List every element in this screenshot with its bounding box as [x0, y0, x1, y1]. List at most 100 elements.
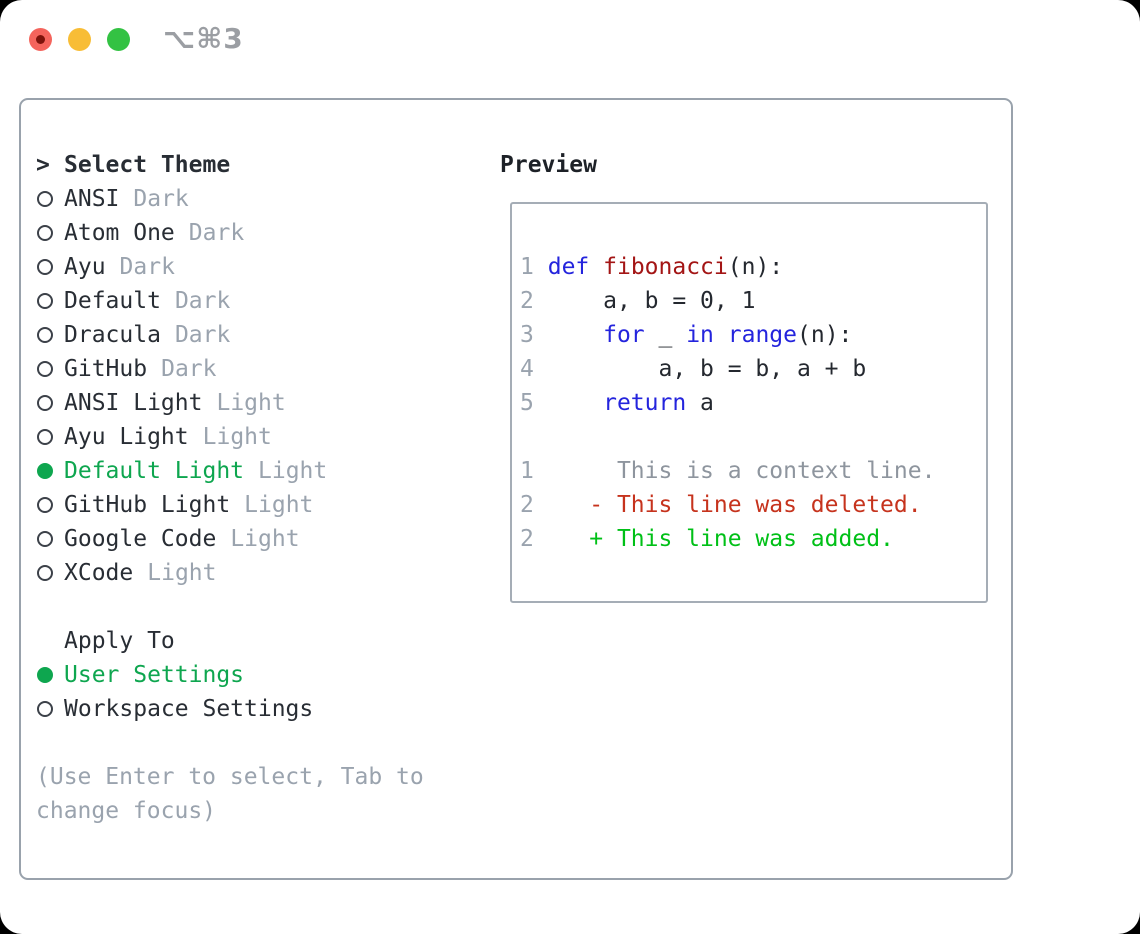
- preview-line: [520, 420, 935, 454]
- keyword-token: for: [603, 322, 645, 348]
- keyword-token: def: [547, 254, 590, 280]
- theme-name: Ayu Light: [64, 424, 189, 450]
- theme-variant-tag: Dark: [133, 186, 189, 212]
- theme-option-default-light[interactable]: Default Light Light: [36, 454, 424, 488]
- theme-option-default[interactable]: Default Dark: [36, 284, 424, 318]
- circle-icon: [37, 361, 53, 377]
- line-number: 4: [520, 356, 534, 382]
- apply-option-workspace-settings[interactable]: Workspace Settings: [36, 692, 424, 726]
- theme-option-github-light[interactable]: GitHub Light Light: [36, 488, 424, 522]
- radio-icon: [36, 556, 64, 590]
- radio-icon: [36, 182, 64, 216]
- close-button[interactable]: [29, 28, 52, 51]
- line-number: 2: [520, 526, 534, 552]
- theme-name: ANSI Light: [64, 390, 203, 416]
- select-theme-header: > Select Theme: [36, 148, 424, 182]
- code-token: [534, 492, 589, 518]
- preview-line: 5 return a: [520, 386, 935, 420]
- code-token: _: [644, 322, 687, 348]
- spacer: [36, 590, 424, 624]
- help-text-line: (Use Enter to select, Tab to: [36, 764, 424, 790]
- line-number: 1: [520, 254, 534, 280]
- apply-option-label: User Settings: [64, 662, 245, 688]
- theme-option-ansi-light[interactable]: ANSI Light Light: [36, 386, 424, 420]
- titlebar: ⌥⌘3: [0, 0, 1140, 80]
- circle-icon: [37, 395, 53, 411]
- radio-icon: [36, 250, 64, 284]
- radio-icon: [36, 488, 64, 522]
- theme-variant-tag: Light: [216, 390, 286, 416]
- theme-name: GitHub: [64, 356, 148, 382]
- apply-to-header: Apply To: [36, 624, 424, 658]
- radio-icon: [36, 386, 64, 420]
- apply-option-label: Workspace Settings: [64, 696, 314, 722]
- circle-icon: [37, 225, 53, 241]
- theme-name: Default: [64, 288, 161, 314]
- preview-line: 3 for _ in range(n):: [520, 318, 935, 352]
- function-token: fibonacci: [603, 254, 728, 280]
- circle-icon: [37, 565, 53, 581]
- circle-icon: [37, 701, 53, 717]
- line-number: 2: [520, 492, 534, 518]
- filled-circle-icon: [37, 463, 53, 479]
- theme-variant-tag: Dark: [188, 220, 245, 246]
- theme-variant-tag: Light: [258, 458, 328, 484]
- theme-variant-tag: Dark: [174, 322, 231, 348]
- code-token: [534, 322, 603, 348]
- maximize-button[interactable]: [107, 28, 130, 51]
- theme-variant-tag: Light: [244, 492, 314, 518]
- theme-variant-tag: Dark: [174, 288, 231, 314]
- radio-icon: [36, 522, 64, 556]
- circle-icon: [37, 429, 53, 445]
- theme-name: Ayu: [64, 254, 106, 280]
- theme-option-ayu-light[interactable]: Ayu Light Light: [36, 420, 424, 454]
- radio-icon: [36, 692, 64, 726]
- selected-radio-icon: [36, 658, 64, 692]
- radio-icon: [36, 420, 64, 454]
- theme-name: GitHub Light: [64, 492, 231, 518]
- preview-line: 4 a, b = b, a + b: [520, 352, 935, 386]
- theme-option-dracula[interactable]: Dracula Dark: [36, 318, 424, 352]
- prompt-marker: >: [36, 148, 64, 182]
- code-token: [534, 526, 589, 552]
- theme-name: Dracula: [64, 322, 161, 348]
- close-dot-icon: [36, 35, 45, 44]
- preview-heading: Preview: [500, 152, 597, 178]
- line-number: 1: [520, 458, 534, 484]
- apply-to-label: Apply To: [64, 628, 175, 654]
- theme-option-atom-one[interactable]: Atom One Dark: [36, 216, 424, 250]
- prompt-icon: >: [36, 152, 50, 178]
- preview-line: 2 - This line was deleted.: [520, 488, 935, 522]
- theme-name: Google Code: [64, 526, 217, 552]
- theme-variant-tag: Light: [202, 424, 272, 450]
- radio-icon: [36, 318, 64, 352]
- preview-line: 2 a, b = 0, 1: [520, 284, 935, 318]
- circle-icon: [37, 259, 53, 275]
- circle-icon: [37, 327, 53, 343]
- preview-line: 1 def fibonacci(n):: [520, 250, 935, 284]
- code-token: a, b = 0, 1: [533, 288, 756, 314]
- code-token: (n):: [727, 254, 784, 280]
- select-theme-label: Select Theme: [64, 152, 231, 178]
- deleted-line-text: - This line was deleted.: [589, 492, 922, 518]
- minimize-button[interactable]: [68, 28, 91, 51]
- theme-name: Atom One: [64, 220, 175, 246]
- circle-icon: [37, 531, 53, 547]
- radio-icon: [36, 284, 64, 318]
- theme-name: Default Light: [64, 458, 245, 484]
- added-line-text: + This line was added.: [589, 526, 894, 552]
- keyword-token: return: [603, 390, 687, 416]
- apply-option-user-settings[interactable]: User Settings: [36, 658, 424, 692]
- theme-option-google-code[interactable]: Google Code Light: [36, 522, 424, 556]
- theme-variant-tag: Light: [230, 526, 300, 552]
- keyword-token: range: [727, 322, 798, 348]
- line-number: 2: [520, 288, 534, 314]
